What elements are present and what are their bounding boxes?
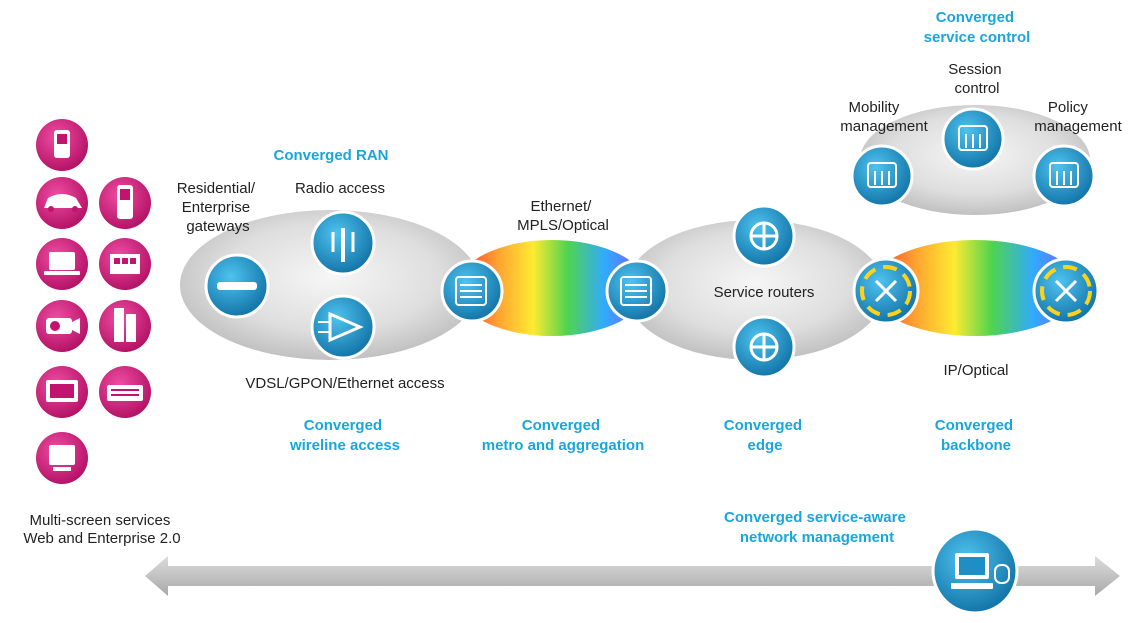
backbone-router-left [852,257,920,325]
edge-zone [625,220,885,360]
backbone-router-right [1032,257,1100,325]
gateway-node [204,253,270,319]
converged-metro-heading: Converged metro and aggregation [482,417,645,454]
office-tower-icon [99,300,151,352]
converged-service-control-heading: Converged service control [924,9,1031,46]
converged-backbone-heading: Converged backbone [935,417,1018,454]
network-management-node [931,527,1019,615]
policy-management-node [1032,144,1096,208]
service-router-bottom [732,315,796,379]
device-icon-grid [36,119,151,484]
mobile-phone-icon [99,177,151,229]
metro-node-left [440,259,504,323]
camera-icon [36,300,88,352]
mobility-management-node [850,144,914,208]
network-management-heading: Converged service-aware network manageme… [724,509,910,546]
wireline-access-node [310,294,376,360]
converged-ran-heading: Converged RAN [273,147,388,164]
metro-rainbow-band [457,240,647,336]
gateways-label: Residential/ Enterprise gateways [177,180,260,235]
access-zone [180,210,480,360]
laptop-icon [36,238,88,290]
management-arrow [145,556,1120,596]
policy-management-label: Policy management [1034,99,1122,135]
desktop-computer-icon [36,432,88,484]
session-control-label: Session control [948,61,1006,97]
monitor-icon [36,366,88,418]
ip-optical-label: IP/Optical [943,362,1008,379]
session-control-node [941,107,1005,171]
metro-label: Ethernet/ MPLS/Optical [517,198,609,234]
radio-access-node [310,210,376,276]
keyboard-icon [99,366,151,418]
media-player-icon [36,119,88,171]
service-routers-label: Service routers [714,284,815,301]
radio-access-label: Radio access [295,180,385,197]
mobility-management-label: Mobility management [840,99,928,135]
metro-node-right [605,259,669,323]
building-icon [99,238,151,290]
car-icon [36,177,88,229]
converged-wireline-heading: Converged wireline access [289,417,400,454]
service-router-top [732,204,796,268]
backbone-rainbow-band [870,240,1080,336]
converged-edge-heading: Converged edge [724,417,807,454]
wireline-access-label: VDSL/GPON/Ethernet access [245,375,444,392]
devices-caption: Multi-screen services Web and Enterprise… [23,512,180,547]
